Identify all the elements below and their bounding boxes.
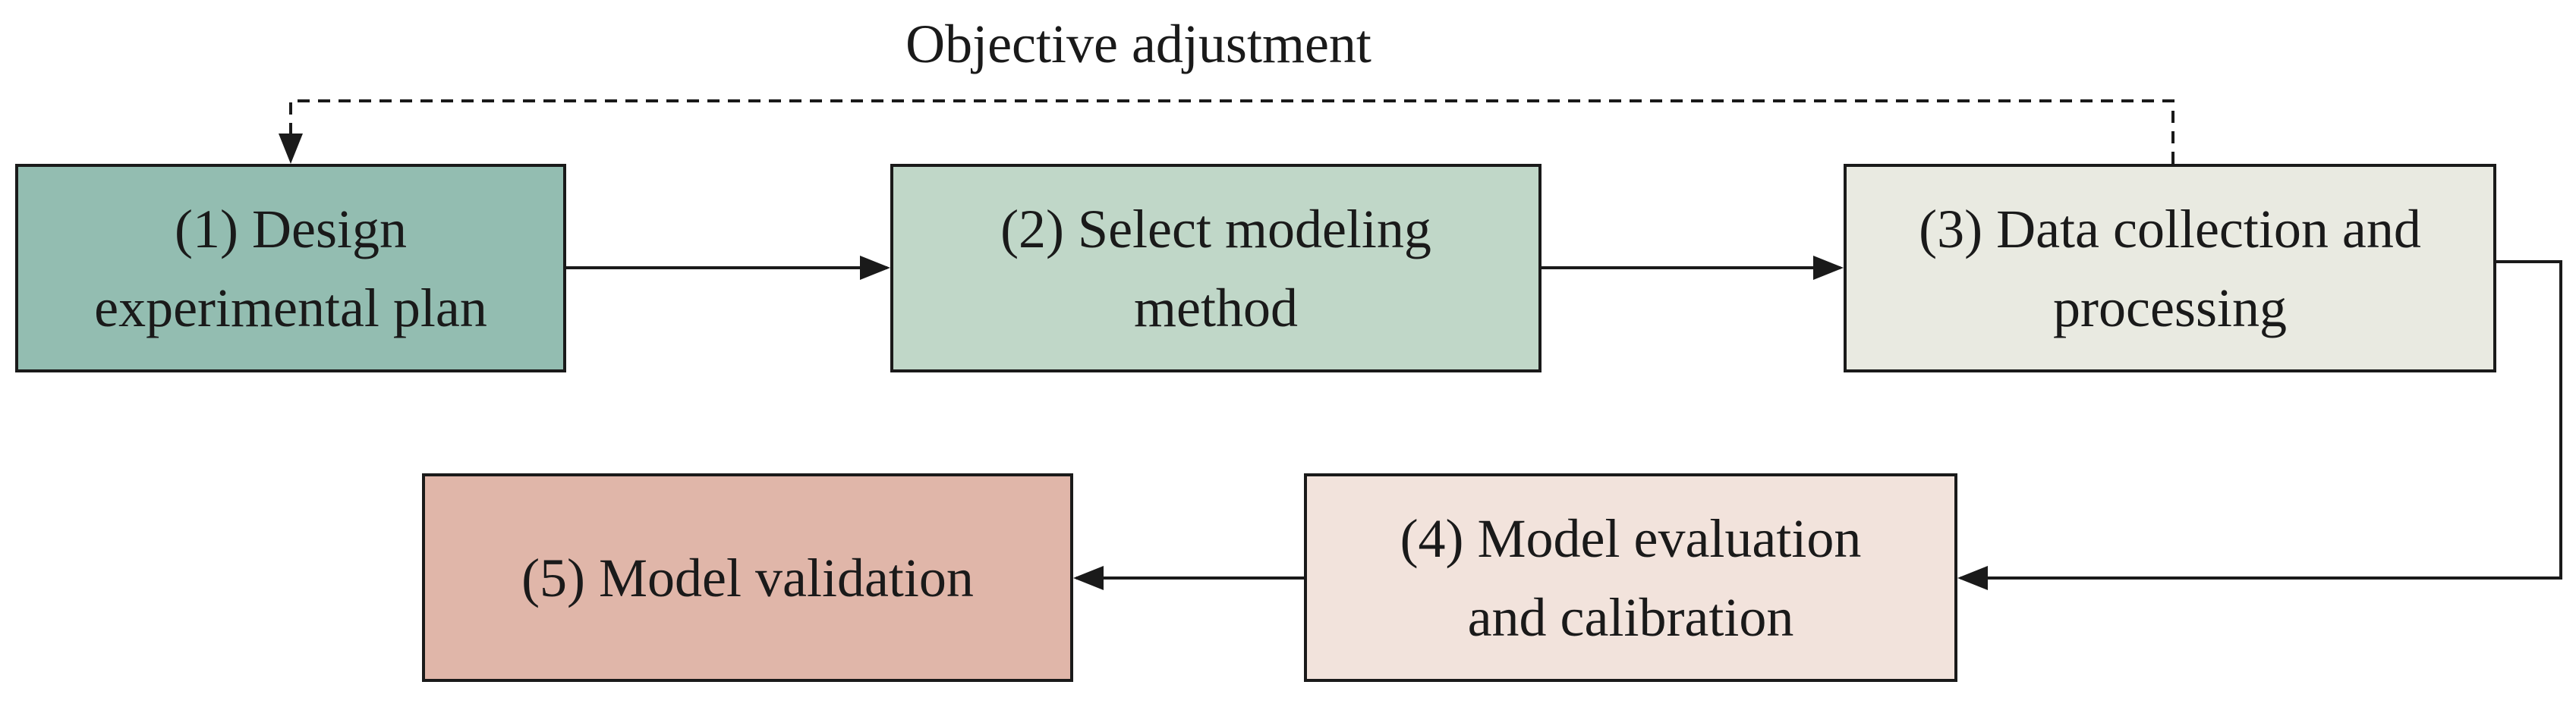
step-5-label: (5) Model validation [521,547,974,608]
step-4-label: (4) Model evaluation and calibration [1400,507,1862,648]
step-3-box: (3) Data collection and processing [1844,164,2496,372]
step-5-box: (5) Model validation [422,473,1073,682]
step-3-label: (3) Data collection and processing [1919,198,2421,338]
arrow-step3-to-step4 [1957,260,2562,590]
feedback-label: Objective adjustment [905,14,1371,74]
feedback-arrow [279,99,2174,164]
step-1-label: (1) Design experimental plan [94,198,487,338]
step-2-label: (2) Select modeling method [1000,198,1431,338]
step-4-box: (4) Model evaluation and calibration [1304,473,1957,682]
step-2-box: (2) Select modeling method [890,164,1542,372]
step-1-box: (1) Design experimental plan [15,164,566,372]
